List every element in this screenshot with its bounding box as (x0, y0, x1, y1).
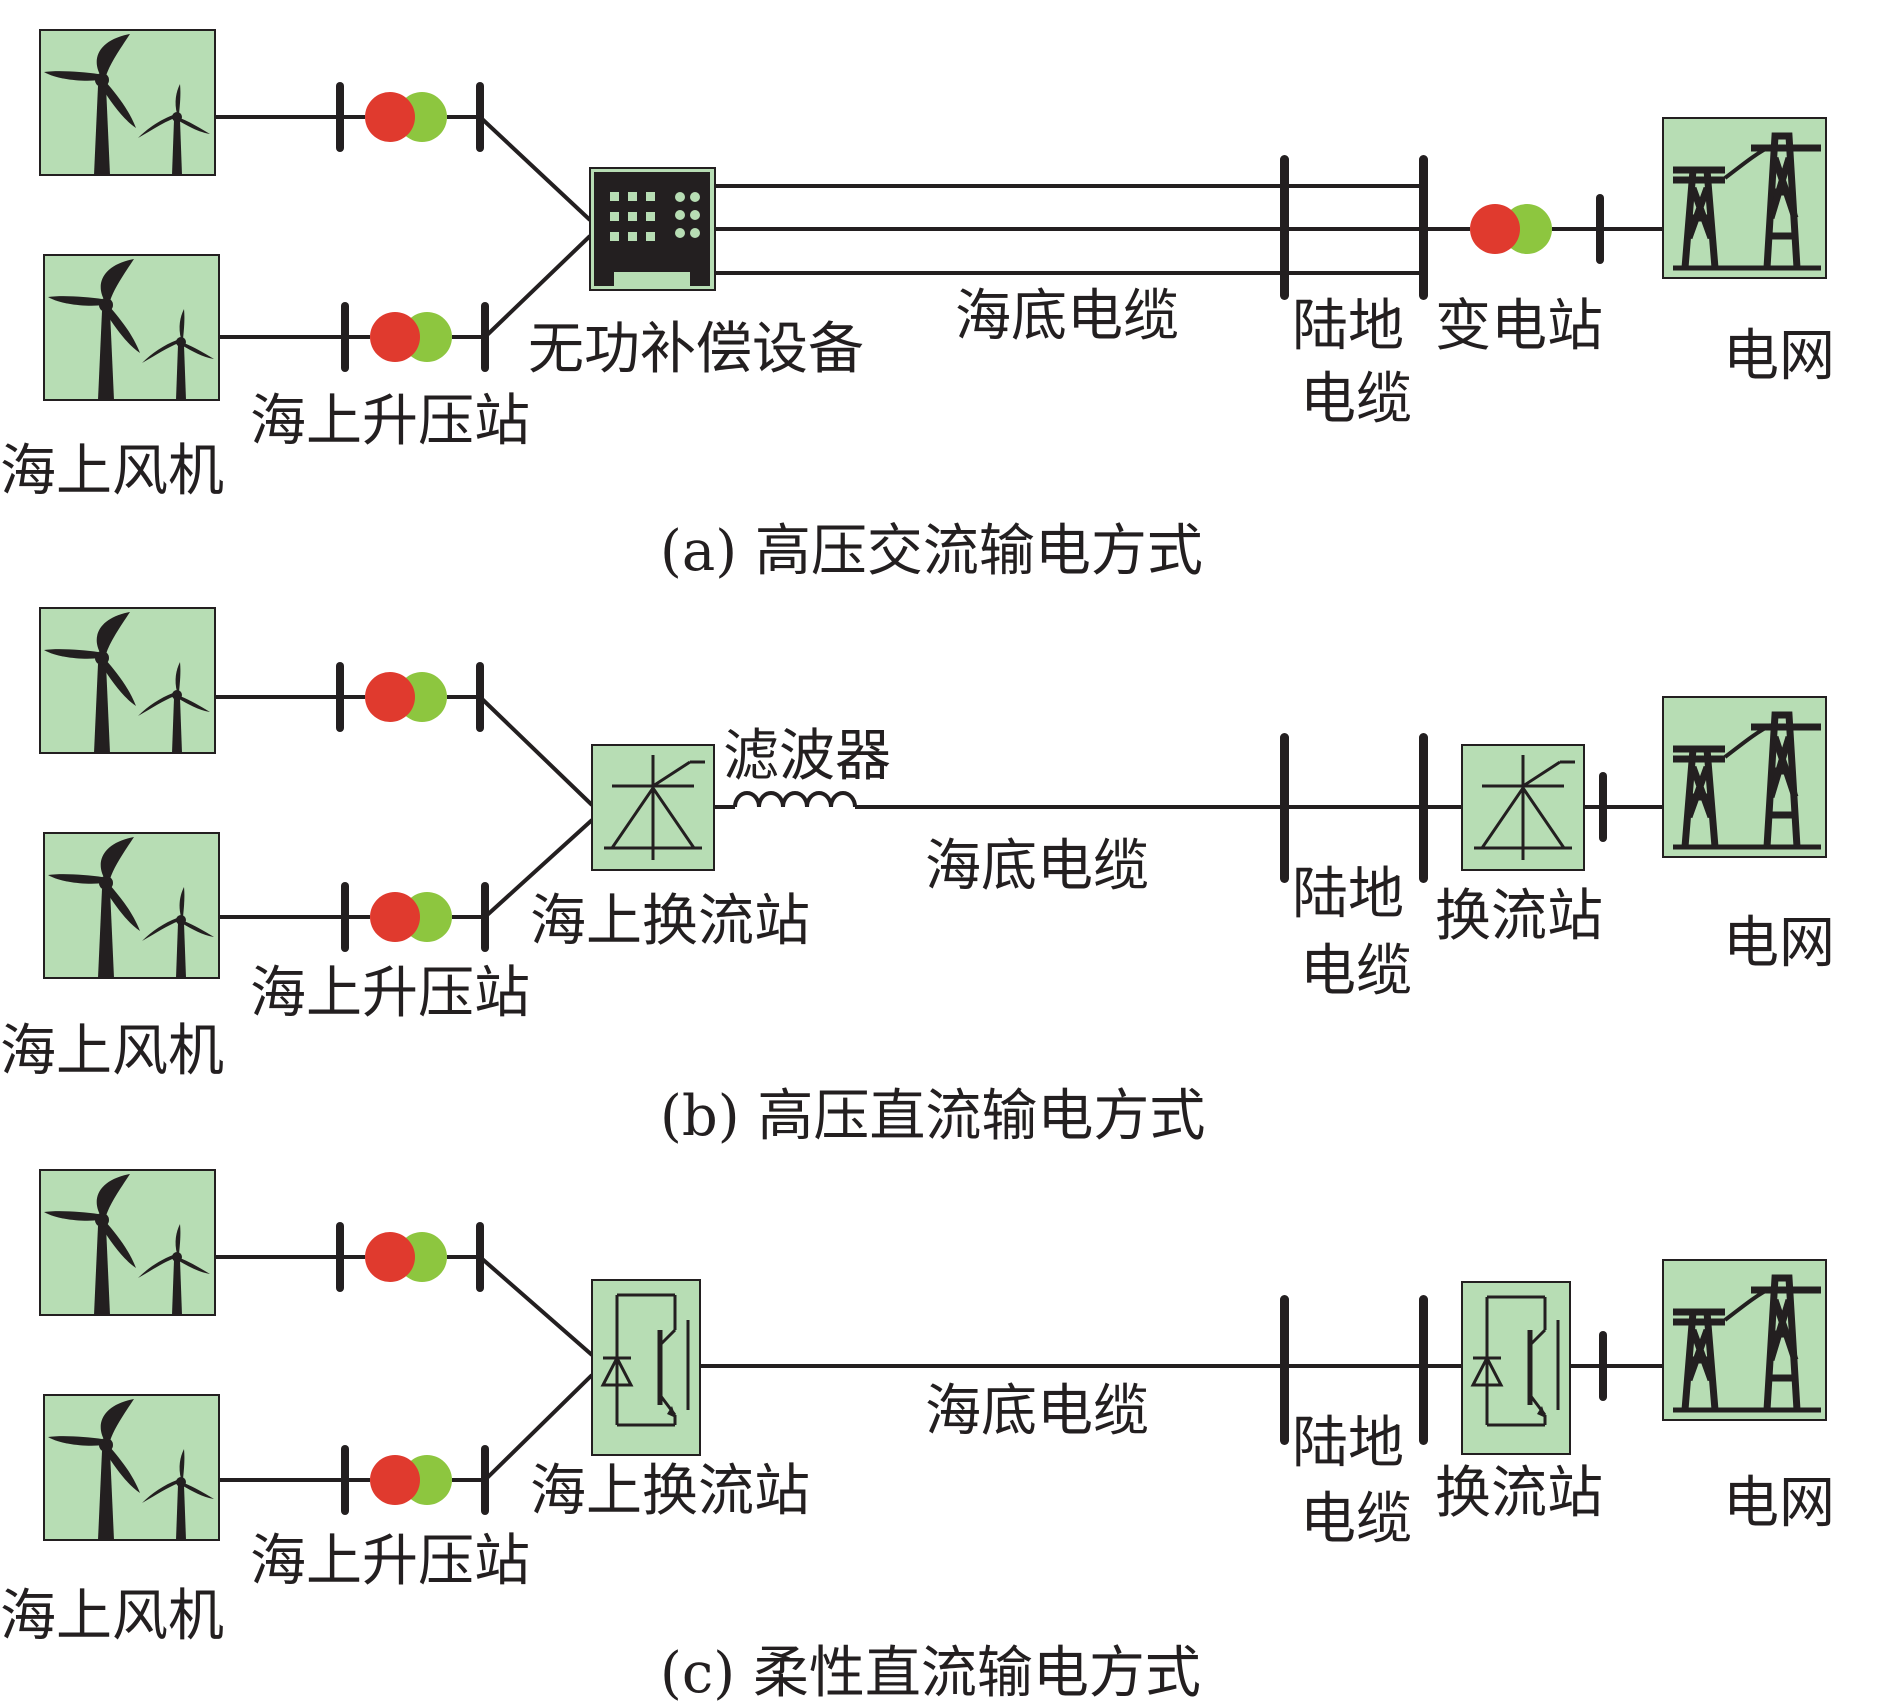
transformer-icon (365, 1232, 447, 1282)
wind-turbine-icon (39, 29, 216, 176)
compensator-label: 无功补偿设备 (528, 317, 864, 382)
transmission-tower-icon (1663, 1260, 1826, 1420)
booster-station-label: 海上升压站 (250, 389, 530, 454)
panel-a-caption: (a) 高压交流输电方式 (660, 519, 1203, 584)
transmission-tower-icon (1663, 697, 1826, 857)
land-cable-label-line2: 电缆 (1300, 1487, 1412, 1552)
transformer-icon (365, 92, 447, 142)
thyristor-converter-icon (1461, 744, 1585, 871)
panel-b: 海上风机 海上升压站 海上换流站 滤波器 海底电缆 陆地 电缆 换流站 电网 (… (0, 607, 1835, 1149)
land-cable-label-line1: 陆地 (1292, 294, 1404, 359)
onshore-converter-label: 换流站 (1435, 884, 1603, 949)
substation-label: 变电站 (1435, 294, 1603, 359)
panel-c-caption: (c) 柔性直流输电方式 (660, 1641, 1201, 1702)
igbt-converter-icon (1461, 1281, 1571, 1455)
grid-label: 电网 (1723, 911, 1835, 976)
wind-farm-label: 海上风机 (0, 1584, 224, 1649)
land-cable-label-line2: 电缆 (1300, 939, 1412, 1004)
grid-label: 电网 (1723, 324, 1835, 389)
wind-turbine-icon (43, 254, 220, 401)
transformer-icon (1470, 204, 1552, 254)
grid-label: 电网 (1723, 1471, 1835, 1536)
land-cable-label-line1: 陆地 (1292, 1411, 1404, 1476)
filter-label: 滤波器 (723, 724, 891, 789)
thyristor-converter-icon (591, 744, 715, 871)
onshore-converter-label: 换流站 (1435, 1461, 1603, 1526)
wind-turbine-icon (39, 607, 216, 754)
subsea-cable-label: 海底电缆 (955, 284, 1179, 349)
panel-a: 海上风机 海上升压站 无功补偿设备 海底电缆 陆地 电缆 变电站 电网 (a) … (0, 29, 1835, 584)
transformer-icon (365, 672, 447, 722)
igbt-converter-icon (591, 1279, 701, 1456)
land-cable-label-line1: 陆地 (1292, 862, 1404, 927)
transformer-icon (370, 1455, 452, 1505)
offshore-converter-label: 海上换流站 (530, 1459, 810, 1524)
transformer-icon (370, 892, 452, 942)
transformer-icon (370, 312, 452, 362)
reactive-compensator-icon (589, 167, 716, 291)
wind-turbine-icon (39, 1169, 216, 1316)
booster-station-label: 海上升压站 (250, 961, 530, 1026)
land-cable-label-line2: 电缆 (1300, 367, 1412, 432)
panel-b-caption: (b) 高压直流输电方式 (660, 1084, 1205, 1149)
booster-station-label: 海上升压站 (250, 1529, 530, 1594)
subsea-cable-label: 海底电缆 (925, 1379, 1149, 1444)
offshore-converter-label: 海上换流站 (530, 889, 810, 954)
wind-farm-label: 海上风机 (0, 1019, 224, 1084)
wind-turbine-icon (43, 832, 220, 979)
wind-farm-label: 海上风机 (0, 439, 224, 504)
transmission-tower-icon (1663, 118, 1826, 278)
subsea-cable-label: 海底电缆 (925, 834, 1149, 899)
inductor-filter-icon (733, 791, 857, 808)
panel-c: 海上风机 海上升压站 海上换流站 海底电缆 陆地 电缆 换流站 电网 (c) 柔… (0, 1169, 1835, 1702)
wind-turbine-icon (43, 1394, 220, 1541)
